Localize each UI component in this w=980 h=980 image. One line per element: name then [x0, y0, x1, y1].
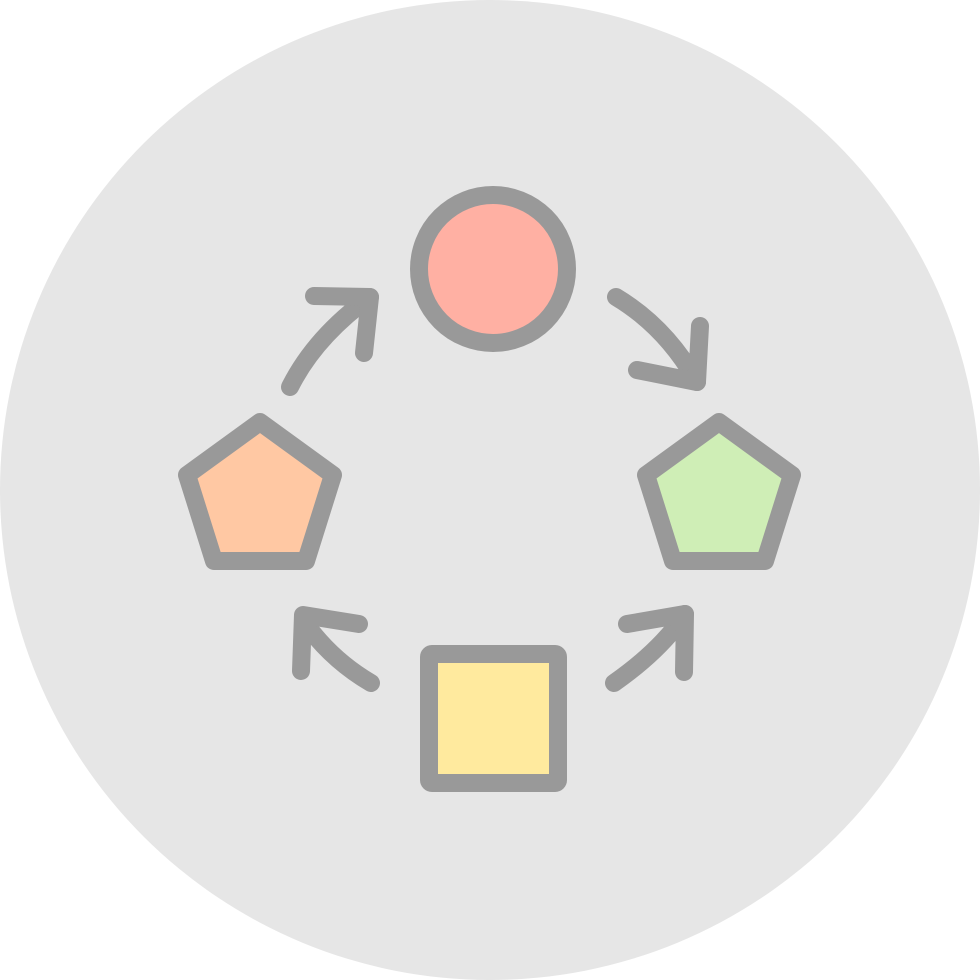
arrow-square-to-left-icon — [292, 606, 380, 692]
arrow-circle-to-right-icon — [607, 288, 709, 391]
circle-node — [410, 186, 576, 352]
square-node — [420, 645, 567, 792]
arrow-head — [628, 317, 709, 391]
arrow-head — [618, 605, 694, 681]
arrow-head — [292, 606, 368, 680]
arrow-shaft — [281, 288, 379, 396]
right-pentagon-node — [637, 413, 801, 570]
arrow-head — [305, 287, 379, 362]
left-pentagon-node — [178, 413, 342, 570]
arrow-square-to-right-icon — [605, 605, 694, 692]
arrow-left-to-circle-icon — [281, 287, 379, 396]
